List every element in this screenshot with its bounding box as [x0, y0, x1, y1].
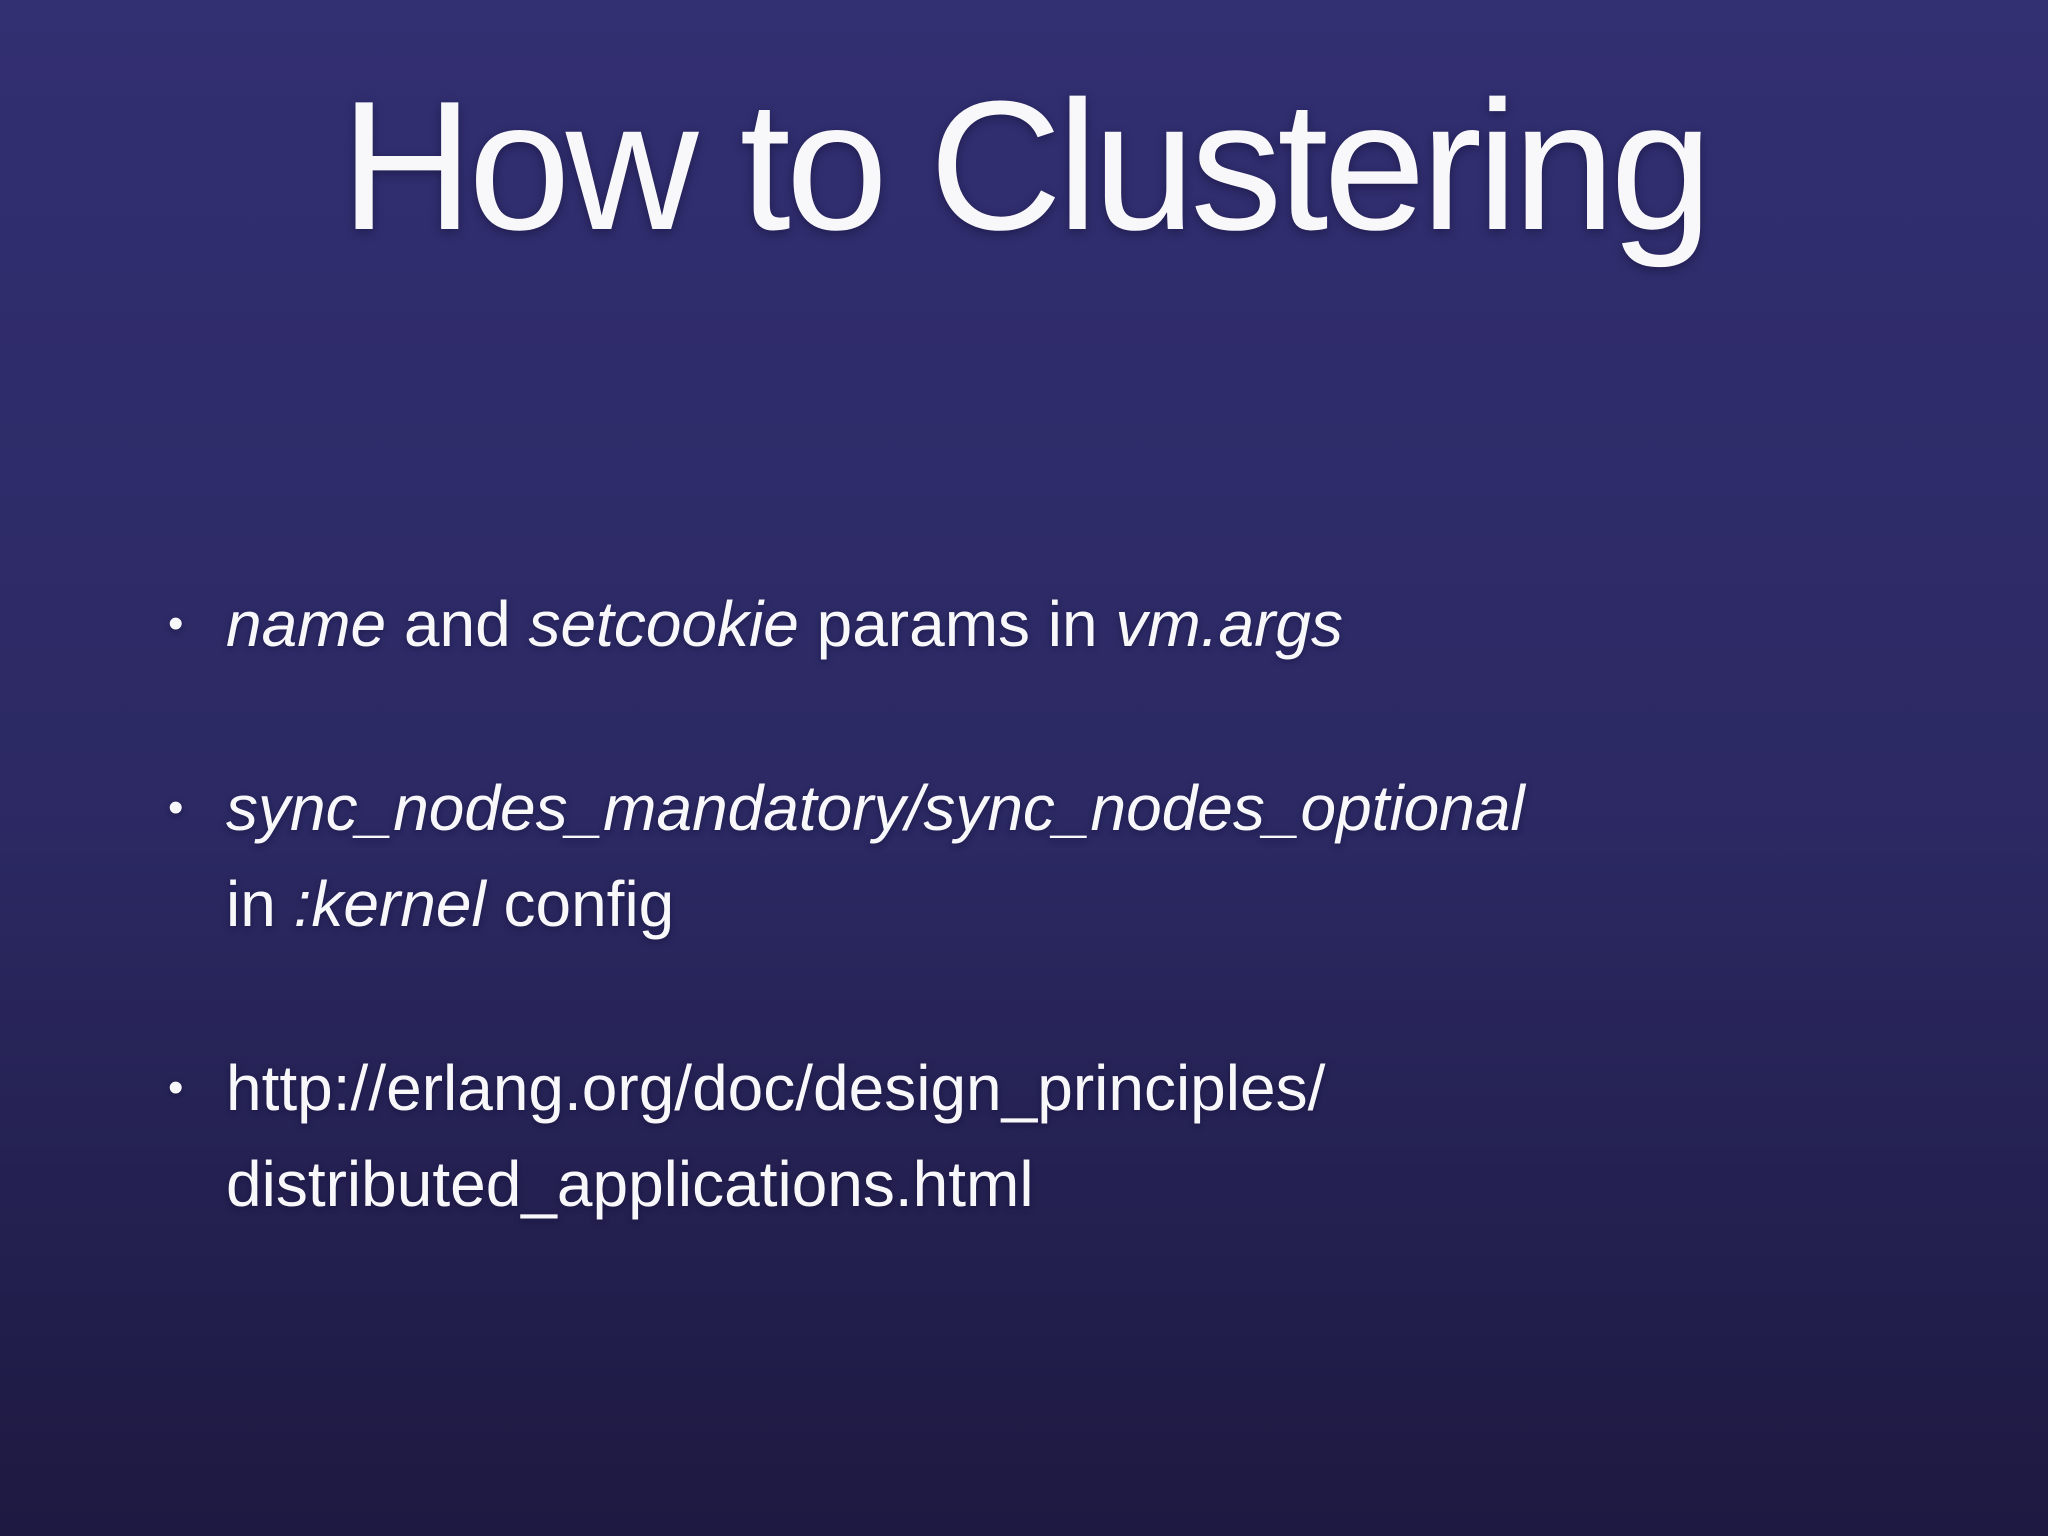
bullet-text: name and setcookie params in vm.args — [226, 576, 1958, 672]
plain-text: http://erlang.org/doc/design_principles/… — [226, 1052, 1326, 1220]
plain-text: in — [226, 868, 276, 940]
code-term: name — [226, 588, 387, 660]
plain-text: and — [386, 588, 529, 660]
bullet-icon: • — [168, 1063, 184, 1112]
bullet-item: • name and setcookie params in vm.args — [168, 576, 1958, 672]
bullet-item: • http://erlang.org/doc/design_principles… — [168, 1040, 1958, 1232]
code-term: :kernel — [293, 868, 486, 940]
bullet-list: • name and setcookie params in vm.args • sy… — [168, 576, 1958, 1232]
code-term: setcookie — [528, 588, 799, 660]
bullet-icon: • — [168, 783, 184, 832]
plain-text: config — [485, 868, 675, 940]
bullet-text: http://erlang.org/doc/design_principles/… — [226, 1040, 1958, 1232]
code-term: vm.args — [1115, 588, 1343, 660]
slide-title: How to Clustering — [340, 62, 1712, 268]
bullet-item: • sync_nodes_mandatory/sync_nodes_optiona… — [168, 760, 1958, 952]
plain-text: params in — [798, 588, 1116, 660]
code-term: sync_nodes_mandatory/sync_nodes_optional — [226, 772, 1525, 844]
bullet-text: sync_nodes_mandatory/sync_nodes_optional… — [226, 760, 1958, 952]
bullet-icon: • — [168, 599, 184, 648]
